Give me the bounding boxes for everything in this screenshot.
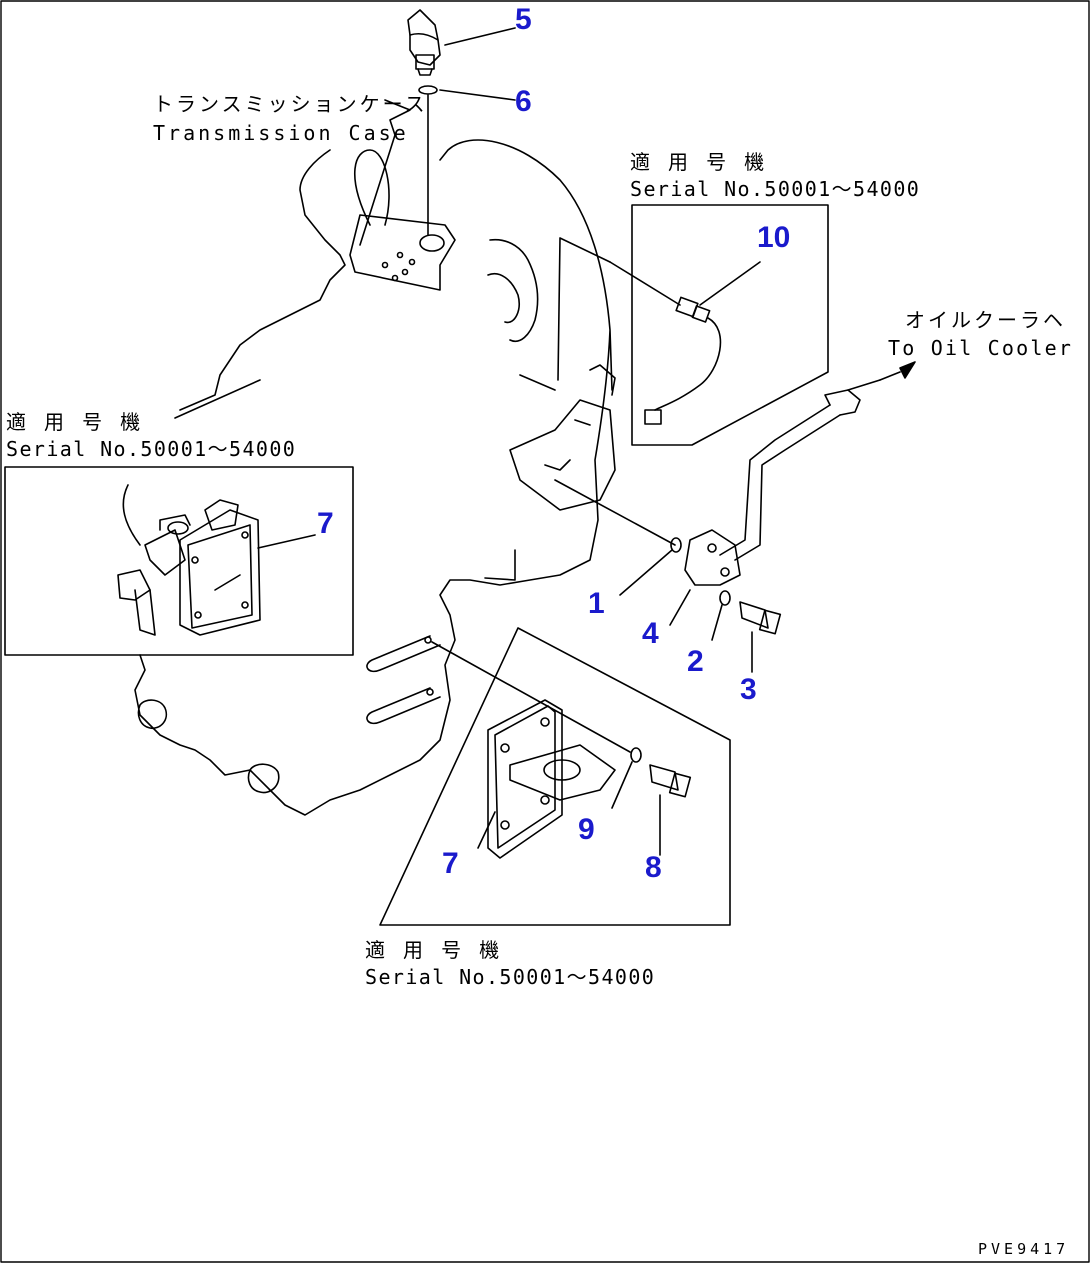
bracket-part <box>487 699 616 859</box>
washer-9 <box>630 747 642 763</box>
serial-box-bottom <box>379 627 731 926</box>
transmission-case-label-en: Transmission Case <box>153 121 409 145</box>
port-block <box>509 237 616 511</box>
washer-2 <box>719 590 731 606</box>
callout-10: 10 <box>757 221 791 254</box>
sensor-part <box>644 296 722 425</box>
breather-hole <box>419 234 445 252</box>
callout-1: 1 <box>588 587 605 620</box>
callout-3: 3 <box>740 673 757 706</box>
callout-6: 6 <box>515 85 532 118</box>
serial-label-left: Serial No.50001～54000 <box>6 437 297 461</box>
callout-2: 2 <box>687 645 704 678</box>
gear-housing-arc <box>489 238 539 342</box>
valve-block-left <box>117 484 261 636</box>
callout-8: 8 <box>645 851 662 884</box>
oil-cooler-pipe <box>719 361 916 561</box>
transmission-case-label-jp: トランスミッションケース <box>153 92 428 116</box>
drawing-code: PVE9417 <box>978 1240 1070 1258</box>
breather-part <box>407 9 441 76</box>
applicable-label-bottom: 適 用 号 機 <box>365 938 503 962</box>
callout-5: 5 <box>515 3 532 36</box>
oil-cooler-label-en: To Oil Cooler <box>888 336 1074 360</box>
applicable-label-top: 適 用 号 機 <box>630 150 768 174</box>
callout-7-bottom: 7 <box>442 847 459 880</box>
case-curve <box>354 149 390 226</box>
bolt-3 <box>739 601 782 635</box>
callout-7-left: 7 <box>317 507 334 540</box>
o-ring-1 <box>670 537 682 553</box>
o-ring-6 <box>418 85 438 95</box>
callout-4: 4 <box>642 617 659 650</box>
serial-label-bottom: Serial No.50001～54000 <box>365 965 656 989</box>
transmission-case-outline <box>134 139 613 816</box>
applicable-label-left: 適 用 号 機 <box>6 410 144 434</box>
oil-cooler-label-jp: オイルクーラヘ <box>905 308 1066 332</box>
serial-label-top: Serial No.50001～54000 <box>630 177 921 201</box>
gear-arc-inner <box>487 273 520 324</box>
serial-box-top <box>631 204 829 446</box>
bolt-8 <box>649 764 692 798</box>
serial-box-left <box>4 466 354 656</box>
flange-part <box>684 529 741 586</box>
callout-9: 9 <box>578 813 595 846</box>
breather-plate <box>349 214 456 291</box>
